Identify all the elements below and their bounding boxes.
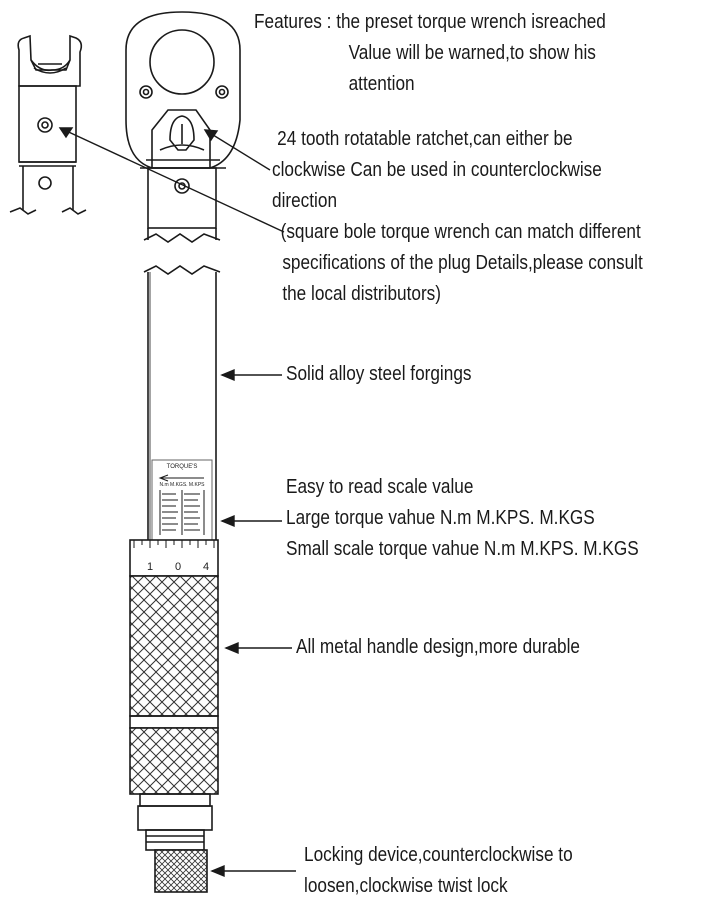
locking-knob	[154, 849, 208, 893]
scale-subheader: N.m M.KGS. M.KPS	[159, 482, 205, 488]
shaft-pin-icon	[38, 176, 52, 190]
callout-handle: All metal handle design,more durable	[296, 632, 580, 663]
ratchet-head	[125, 11, 241, 169]
wrench-tube	[147, 272, 217, 540]
upper-shaft	[143, 167, 221, 275]
collar-digit-left: 1	[147, 561, 153, 573]
callout-scale-line-1: Easy to read scale value	[286, 476, 474, 498]
callout-ratchet-line-6: the local distributors)	[282, 283, 442, 305]
callout-steel-line-1: Solid alloy steel forgings	[286, 363, 472, 385]
callout-features: Features : the preset torque wrench isre…	[254, 7, 606, 100]
head-pin-icon	[37, 117, 53, 133]
scale-header: TORQUE'S	[167, 464, 198, 470]
ratchet-screw-icon-right	[215, 85, 229, 99]
callout-steel: Solid alloy steel forgings	[286, 359, 471, 390]
callout-scale-line-3: Small scale torque vahue N.m M.KPS. M.KG…	[286, 538, 639, 560]
callout-lock: Locking device,counterclockwise to loose…	[304, 840, 573, 902]
callout-features-line-2: Value will be warned,to show his	[348, 42, 596, 64]
ratchet-square-drive	[149, 29, 215, 95]
callout-ratchet: 24 tooth rotatable ratchet,can either be…	[272, 124, 643, 310]
handle-end	[137, 793, 213, 851]
scale-window	[151, 459, 213, 541]
collar-digit-right: 4	[203, 561, 209, 573]
callout-lock-line-2: loosen,clockwise twist lock	[304, 875, 508, 897]
callout-lock-line-1: Locking device,counterclockwise to	[304, 844, 573, 866]
ratchet-switch	[169, 115, 195, 151]
callout-ratchet-line-2: clockwise Can be used in counterclockwis…	[272, 159, 602, 181]
callout-ratchet-line-5: specifications of the plug Details,pleas…	[282, 252, 643, 274]
open-end-head	[9, 34, 87, 215]
callout-ratchet-line-1: 24 tooth rotatable ratchet,can either be	[277, 128, 573, 150]
callout-ratchet-line-3: direction	[272, 190, 338, 212]
handle-lower-knurl	[129, 727, 219, 795]
callout-features-line-1: Features : the preset torque wrench isre…	[254, 11, 606, 33]
handle-band	[129, 715, 219, 729]
handle-upper-knurl	[129, 575, 219, 717]
callout-ratchet-line-4: (square bole torque wrench can match dif…	[280, 221, 641, 243]
callout-scale-line-2: Large torque vahue N.m M.KPS. M.KGS	[286, 507, 595, 529]
callout-handle-line-1: All metal handle design,more durable	[296, 636, 580, 658]
collar-digit-center: 0	[175, 561, 181, 573]
leader-lines	[58, 127, 296, 878]
ratchet-screw-icon	[139, 85, 153, 99]
callout-features-line-3: attention	[348, 73, 415, 95]
shaft-rivet-icon	[174, 178, 190, 194]
callout-scale: Easy to read scale value Large torque va…	[286, 472, 639, 565]
